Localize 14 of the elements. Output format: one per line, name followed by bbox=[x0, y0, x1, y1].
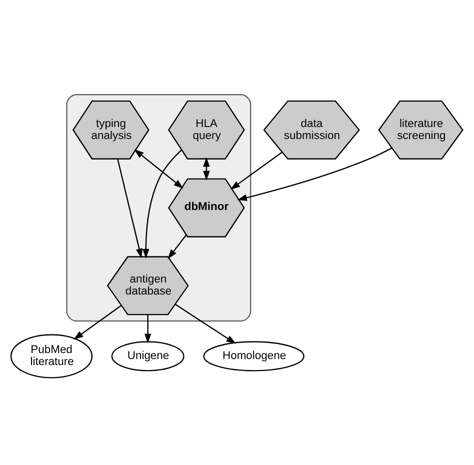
arrow bbox=[134, 148, 184, 188]
arrow bbox=[144, 314, 152, 343]
node-ellipse: Homologene bbox=[203, 340, 304, 371]
node-ellipse: PubMed literature bbox=[10, 334, 93, 378]
cluster bbox=[66, 94, 252, 322]
arrow bbox=[237, 147, 392, 200]
arrow bbox=[203, 156, 210, 180]
node-ellipse: Unigene bbox=[111, 340, 184, 371]
arrow bbox=[117, 158, 143, 258]
arrow bbox=[230, 151, 282, 190]
arrow bbox=[142, 148, 182, 258]
arrow bbox=[74, 304, 122, 340]
arrow bbox=[168, 234, 187, 258]
arrow bbox=[175, 303, 236, 344]
